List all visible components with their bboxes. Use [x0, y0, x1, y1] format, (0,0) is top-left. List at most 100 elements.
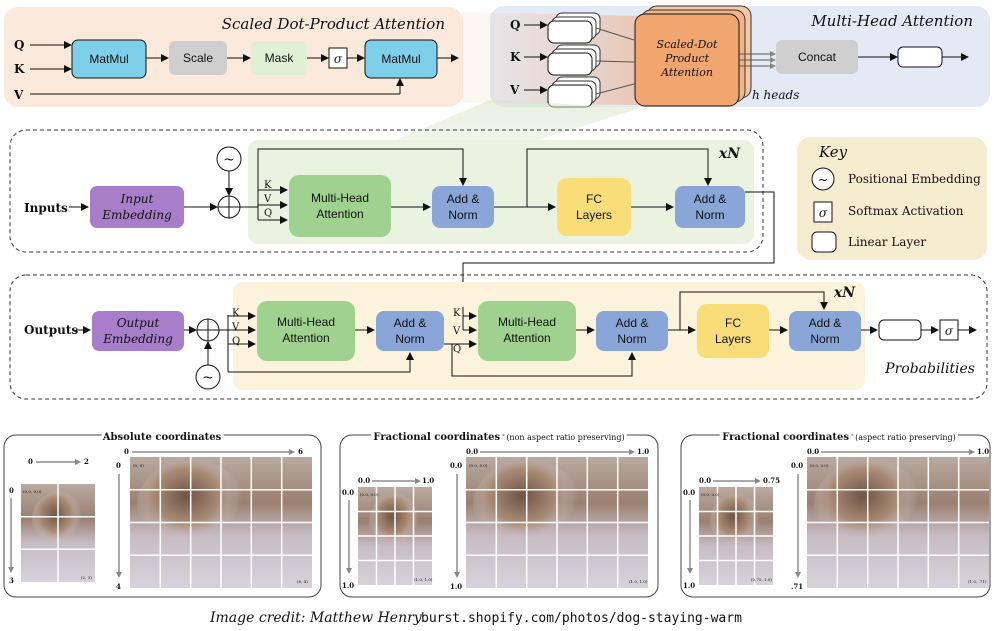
mha-concat [776, 40, 858, 74]
svg-text:MatMul: MatMul [381, 52, 420, 66]
abs-large-image: (0, 0) (6, 4) [130, 457, 312, 588]
aspect-small-image: (0.0, 0.0) (0.75, 1.0) [699, 487, 773, 585]
svg-text:σ: σ [334, 52, 343, 66]
encoder-mha [289, 175, 391, 237]
svg-text:~: ~ [818, 173, 829, 188]
mha-input-v: V [509, 83, 520, 97]
encoder-add-norm-1 [432, 186, 494, 228]
svg-text:(0.75, 1.0): (0.75, 1.0) [751, 577, 772, 582]
svg-text:Multi-Head: Multi-Head [277, 315, 335, 329]
svg-text:Attention: Attention [503, 331, 550, 345]
svg-text:0: 0 [124, 447, 129, 456]
coords-absolute-title: Absolute coordinates [102, 432, 222, 443]
mha-output-linear [897, 46, 943, 68]
probabilities-label: Probabilities [884, 361, 975, 377]
svg-text:Embedding: Embedding [101, 208, 172, 222]
svg-text:0: 0 [28, 457, 33, 466]
aspect-large-image: (0.0, 0.0) (1.0, .71) [807, 457, 989, 588]
svg-text:(0.0, 0.0): (0.0, 0.0) [701, 492, 720, 497]
svg-text:MatMul: MatMul [89, 52, 128, 66]
svg-text:Concat: Concat [798, 50, 837, 64]
svg-text:Add &: Add & [447, 192, 480, 206]
svg-text:Add &: Add & [394, 316, 427, 330]
svg-text:Q: Q [264, 208, 272, 219]
mha-input-k: K [510, 50, 521, 64]
decoder-panel: xN Probabilities Outputs Output Embeddin… [9, 274, 988, 400]
svg-text:0.0: 0.0 [466, 447, 478, 456]
decoder-repeat: xN [833, 285, 856, 301]
coords-fractional-title: Fractional coordinates [373, 432, 500, 443]
svg-text:Q: Q [453, 344, 461, 355]
svg-text:(6, 4): (6, 4) [297, 579, 308, 584]
svg-text:1.0: 1.0 [342, 581, 354, 590]
abs-small-image: (0,0, 0,0) (2, 3) [21, 484, 95, 582]
decoder-outputs-label: Outputs [24, 323, 78, 337]
svg-text:Attention: Attention [282, 331, 329, 345]
svg-text:(1.0, 1.0): (1.0, 1.0) [414, 577, 433, 582]
sdpa-input-q: Q [14, 38, 24, 52]
svg-text:3: 3 [9, 576, 14, 585]
svg-text:0.0: 0.0 [450, 461, 462, 470]
svg-text:0.0: 0.0 [807, 447, 819, 456]
mha-title: Multi-Head Attention [810, 12, 973, 30]
encoder-inputs-label: Inputs [24, 201, 68, 215]
credit-text: Image credit: Matthew Henry [209, 610, 423, 626]
svg-text:Add &: Add & [809, 316, 842, 330]
key-label-softmax: Softmax Activation [848, 204, 964, 218]
key-label-positional: Positional Embedding [848, 172, 981, 186]
mha-panel: Multi-Head Attention Q K V [462, 5, 990, 108]
svg-text:Fractional coordinates (: Fractional coordinates (non aspect ratio… [373, 432, 624, 443]
svg-text:Norm: Norm [395, 332, 424, 346]
svg-text:Norm: Norm [810, 332, 839, 346]
svg-text:Output: Output [117, 316, 160, 330]
sdpa-title: Scaled Dot-Product Attention [222, 15, 445, 33]
mha-linear-k [547, 44, 601, 76]
encoder-fc-layers [557, 178, 631, 236]
svg-text:0: 0 [9, 486, 14, 495]
decoder-add-norm-3 [789, 311, 861, 351]
svg-text:Layers: Layers [576, 208, 612, 222]
svg-text:0.0: 0.0 [683, 488, 695, 497]
svg-text:Input: Input [120, 192, 154, 206]
decoder-output-linear [878, 319, 922, 341]
svg-text:Fractional coordinates (: Fractional coordinates (aspect ratio pre… [722, 432, 956, 443]
svg-text:σ: σ [945, 324, 954, 338]
frac-large-image: (0.0, 0.0) (1.0, 1.0) [466, 457, 648, 588]
svg-text:Attention: Attention [316, 207, 363, 221]
svg-text:1.0: 1.0 [683, 581, 695, 590]
svg-text:FC: FC [586, 192, 602, 206]
svg-text:Multi-Head: Multi-Head [311, 191, 369, 205]
svg-text:Norm: Norm [617, 332, 646, 346]
decoder-cross-mha [478, 301, 576, 361]
svg-text:K: K [264, 180, 272, 191]
key-title: Key [818, 143, 848, 161]
credit-url: burst.shopify.com/photos/dog-staying-war… [421, 611, 742, 626]
svg-text:(2, 3): (2, 3) [81, 575, 92, 580]
svg-text:Multi-Head: Multi-Head [498, 315, 556, 329]
svg-text:0.0: 0.0 [342, 488, 354, 497]
svg-text:V: V [231, 322, 240, 333]
svg-text:Scale: Scale [183, 51, 213, 65]
decoder-add-norm-1 [376, 311, 444, 351]
svg-text:V: V [263, 194, 272, 205]
svg-text:Norm: Norm [695, 208, 724, 222]
input-embedding [90, 186, 184, 228]
output-embedding [92, 311, 184, 351]
decoder-add-norm-2 [596, 311, 668, 351]
svg-text:(0, 0): (0, 0) [133, 463, 144, 468]
svg-text:(0.0, 0.0): (0.0, 0.0) [360, 492, 379, 497]
svg-text:(0.0, 0.0): (0.0, 0.0) [469, 463, 488, 468]
encoder-add-norm-2 [675, 186, 745, 228]
encoder-panel: xN Inputs Input Embedding ~ K V Q Multi-… [9, 129, 775, 376]
svg-text:~: ~ [223, 152, 235, 168]
encoder-add-icon [217, 195, 241, 219]
mha-linear-v [547, 76, 601, 108]
svg-text:0.0: 0.0 [699, 476, 711, 485]
decoder-masked-mha [257, 301, 355, 361]
mha-input-q: Q [510, 18, 520, 32]
sdpa-matmul-2 [364, 39, 438, 79]
decoder-add-icon [196, 318, 220, 342]
sdpa-panel: Scaled Dot-Product Attention Q K V MatMu… [4, 7, 463, 107]
svg-text:2: 2 [84, 457, 89, 466]
